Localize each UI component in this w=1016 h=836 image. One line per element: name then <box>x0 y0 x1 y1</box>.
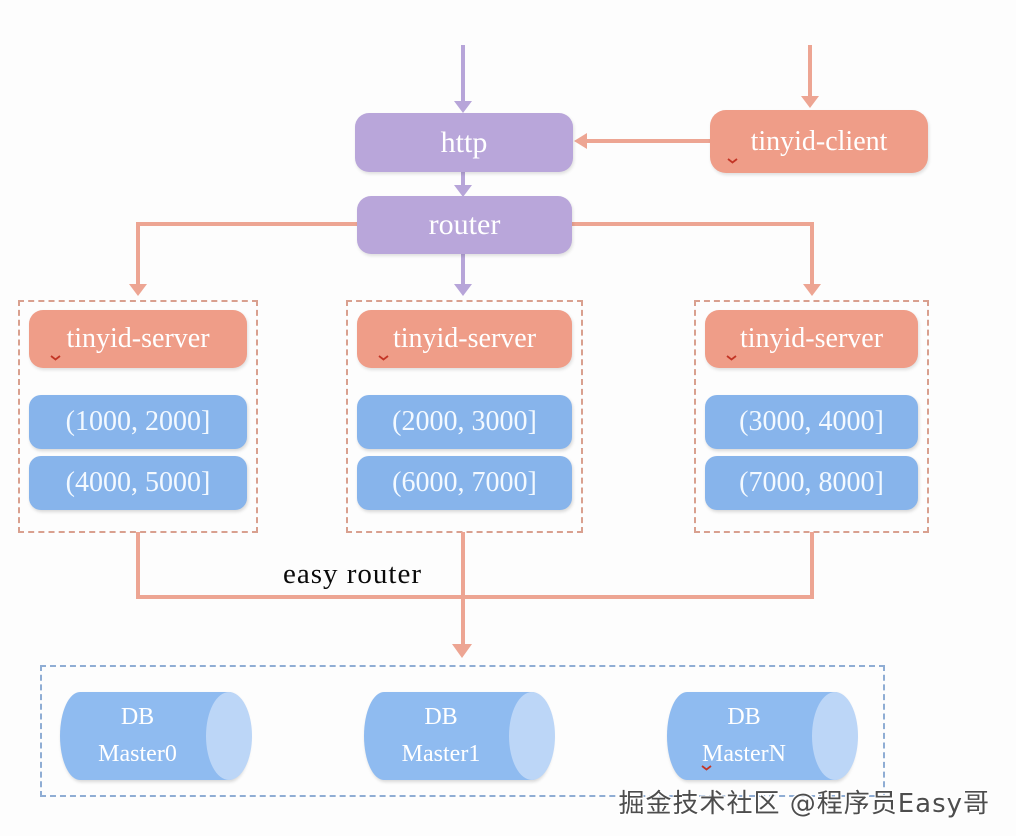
id-range-badge: (4000, 5000] <box>29 456 247 510</box>
easy-router-label: easy router <box>283 558 423 590</box>
id-range-badge: (3000, 4000] <box>705 395 918 449</box>
tinyid-server-node: tinyid-server <box>29 310 247 368</box>
connector-right-server-down <box>810 532 814 597</box>
http-node: http <box>355 113 573 172</box>
tinyid-client-node: tinyid-client <box>710 110 928 173</box>
tinyid-server-node: tinyid-server <box>357 310 572 368</box>
connector-left-server-down <box>136 532 140 597</box>
id-range-label: (7000, 8000] <box>739 467 884 498</box>
tinyid-server-label: tinyid-server <box>739 323 884 354</box>
arrowhead-down-icon <box>454 284 472 296</box>
id-range-label: (4000, 5000] <box>65 467 211 498</box>
arrowhead-down-icon <box>454 101 472 113</box>
arrowhead-down-icon <box>803 284 821 296</box>
id-range-badge: (6000, 7000] <box>357 456 572 510</box>
arrowhead-left-icon <box>574 133 587 149</box>
server-group-2: tinyid-server (2000, 3000] (6000, 7000] <box>346 300 583 533</box>
db-label: DB Master0 <box>60 692 249 780</box>
cylinder-cap <box>812 692 858 780</box>
db-instance: Master0 <box>98 741 177 767</box>
db-label: DB Master1 <box>364 692 552 780</box>
spellcheck-squiggle-icon <box>50 355 61 361</box>
cylinder-cap <box>206 692 252 780</box>
spellcheck-squiggle-icon <box>701 765 712 771</box>
tinyid-client-label: tinyid-client <box>750 125 888 157</box>
id-range-badge: (7000, 8000] <box>705 456 918 510</box>
id-range-badge: (2000, 3000] <box>357 395 572 449</box>
spellcheck-squiggle-icon <box>378 355 389 361</box>
arrowhead-down-icon <box>452 644 472 658</box>
id-range-label: (1000, 2000] <box>65 406 211 437</box>
id-range-badge: (1000, 2000] <box>29 395 247 449</box>
spellcheck-squiggle-icon <box>727 158 738 164</box>
db-master0-cylinder: DB Master0 <box>60 692 252 780</box>
db-instance: Master1 <box>401 741 481 767</box>
cylinder-cap <box>509 692 555 780</box>
arrow-client-to-http <box>586 139 710 143</box>
db-cluster-box: DB Master0 DB Master1 DB MasterN <box>40 665 885 797</box>
arrow-top-to-http <box>461 45 465 103</box>
connector-middle-server-down <box>461 532 465 646</box>
db-master1-cylinder: DB Master1 <box>364 692 555 780</box>
id-range-label: (3000, 4000] <box>739 406 884 437</box>
db-masterN-cylinder: DB MasterN <box>667 692 858 780</box>
arrowhead-down-icon <box>129 284 147 296</box>
db-instance: MasterN <box>702 741 786 767</box>
arrowhead-down-icon <box>801 96 819 108</box>
connector-easy-router-bus <box>136 595 814 599</box>
arrowhead-down-icon <box>454 185 472 197</box>
tinyid-server-node: tinyid-server <box>705 310 918 368</box>
db-name: DB <box>727 703 761 730</box>
spellcheck-squiggle-icon <box>726 355 737 361</box>
id-range-label: (6000, 7000] <box>392 467 537 498</box>
arrow-router-to-middle-server <box>461 254 465 286</box>
db-name: DB <box>120 703 155 730</box>
tinyid-server-label: tinyid-server <box>392 323 537 354</box>
db-name: DB <box>424 703 458 730</box>
arrow-router-left-vertical <box>136 222 140 286</box>
server-group-1: tinyid-server (1000, 2000] (4000, 5000] <box>18 300 258 533</box>
server-group-3: tinyid-server (3000, 4000] (7000, 8000] <box>694 300 929 533</box>
arrow-router-left-horizontal <box>136 222 357 226</box>
arrow-top-to-client <box>808 45 812 98</box>
arrow-router-right-vertical <box>810 222 814 286</box>
db-label: DB MasterN <box>667 692 855 780</box>
router-node: router <box>357 196 572 254</box>
http-node-label: http <box>440 125 488 159</box>
watermark: 掘金技术社区 @程序员Easy哥 <box>618 789 990 819</box>
arrow-http-to-router <box>461 172 465 188</box>
tinyid-server-label: tinyid-server <box>66 323 210 354</box>
id-range-label: (2000, 3000] <box>392 406 537 437</box>
router-node-label: router <box>428 208 501 241</box>
arrow-router-right-horizontal <box>572 222 814 226</box>
